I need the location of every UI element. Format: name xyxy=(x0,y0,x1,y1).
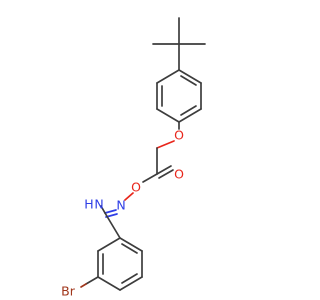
bond-co-to-o-carbonyl-a xyxy=(156,165,172,175)
bond-o-to-ch2 xyxy=(156,140,175,149)
bond-ring1-double-2 xyxy=(180,105,197,116)
bromine-label: Br xyxy=(61,284,76,299)
bond-ring2-to-br xyxy=(85,276,99,285)
bond-c-to-ring2 xyxy=(104,212,121,239)
ether-oxygen-label: O xyxy=(174,128,184,143)
bond-ring1-f xyxy=(156,69,180,84)
bond-ring1-d xyxy=(156,108,180,123)
bond-ring2-d xyxy=(97,276,121,291)
carbonyl-oxygen-label: O xyxy=(174,167,184,182)
molecule-structure: O O O N H N Br xyxy=(61,17,206,299)
bond-n-to-c-double-a xyxy=(104,209,117,214)
tert-butyl-group xyxy=(152,17,206,71)
bond-ring2-a xyxy=(119,237,143,252)
bond-co-to-o-ester xyxy=(142,173,158,183)
ester-group: O O xyxy=(124,165,184,201)
bond-co-to-o-carbonyl-b xyxy=(158,169,174,179)
bond-o-to-n xyxy=(124,192,134,201)
bond-ring2-double-2 xyxy=(121,273,138,284)
bromine-substituent: Br xyxy=(61,276,99,299)
bond-ring1-a xyxy=(178,69,202,84)
bond-ring1-c xyxy=(178,108,202,123)
bond-br-segment xyxy=(80,283,87,288)
ether-linkage: O xyxy=(156,121,184,175)
bond-ring1-double-1 xyxy=(180,75,197,86)
bond-ring2-double-1 xyxy=(121,243,138,254)
bond-ring2-f xyxy=(97,237,121,252)
amidoxime-group: N H N xyxy=(84,197,126,239)
ester-oxygen-label: O xyxy=(131,180,141,195)
bond-ring2-c xyxy=(119,276,143,291)
amine-n-label: N xyxy=(94,197,103,212)
bond-c-to-nh2 xyxy=(100,205,106,214)
lower-benzene-ring xyxy=(97,237,143,291)
imine-nitrogen-label: N xyxy=(116,198,125,213)
upper-benzene-ring xyxy=(156,69,202,123)
amine-h-label: H xyxy=(84,197,93,212)
